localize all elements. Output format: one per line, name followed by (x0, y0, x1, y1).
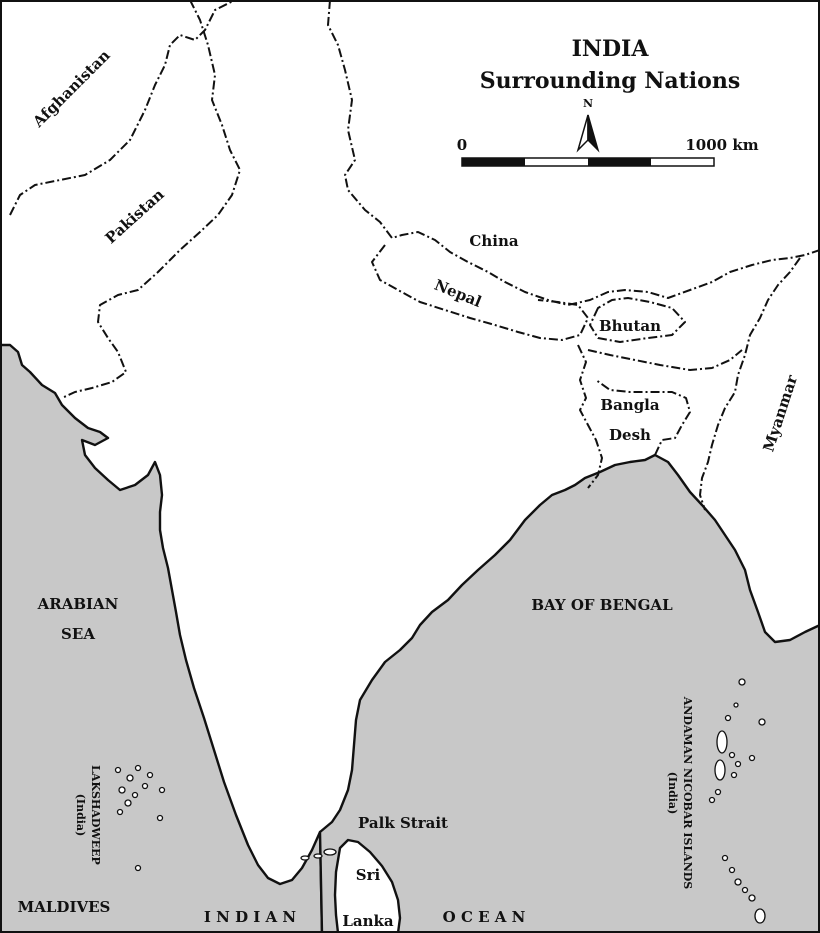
north-arrow-icon (576, 114, 600, 153)
sri-lanka-island (333, 838, 402, 933)
political-boundaries (9, 0, 820, 511)
label-arabian-sea-line1: ARABIAN (37, 595, 119, 613)
label-bangladesh-line1: Bangla (600, 396, 659, 414)
label-lakshadweep-line1: LAKSHADWEEP (89, 765, 102, 865)
label-andaman-line1: ANDAMAN NICOBAR ISLANDS (681, 696, 694, 890)
lakshadweep-islands (114, 764, 166, 872)
label-indian-ocean-part1: I N D I A N (204, 908, 297, 926)
bay-of-bengal-area (318, 453, 820, 933)
map-title: INDIA (572, 36, 650, 62)
label-srilanka-line1: Sri (356, 866, 381, 884)
map-subtitle: Surrounding Nations (480, 68, 740, 94)
label-palk-strait: Palk Strait (358, 814, 448, 832)
label-andaman-line2: (India) (666, 772, 679, 815)
label-arabian-sea-line2: SEA (61, 625, 95, 643)
label-bhutan: Bhutan (599, 317, 661, 335)
scale-bar (461, 157, 715, 167)
label-indian-ocean-part2: O C E A N (443, 908, 526, 926)
north-label: N (583, 97, 593, 110)
label-lakshadweep-line2: (India) (74, 794, 87, 837)
andaman-nicobar-islands (708, 678, 766, 924)
scale-start-label: 0 (457, 136, 467, 154)
scale-end-label: 1000 km (685, 136, 758, 154)
arabian-sea-area (0, 343, 324, 933)
label-srilanka-line2: Lanka (342, 912, 394, 930)
label-china: China (469, 232, 518, 250)
label-bangladesh-line2: Desh (609, 426, 651, 444)
palk-strait-islets (300, 848, 337, 861)
label-bay-of-bengal: BAY OF BENGAL (531, 596, 673, 614)
label-maldives: MALDIVES (18, 898, 111, 916)
